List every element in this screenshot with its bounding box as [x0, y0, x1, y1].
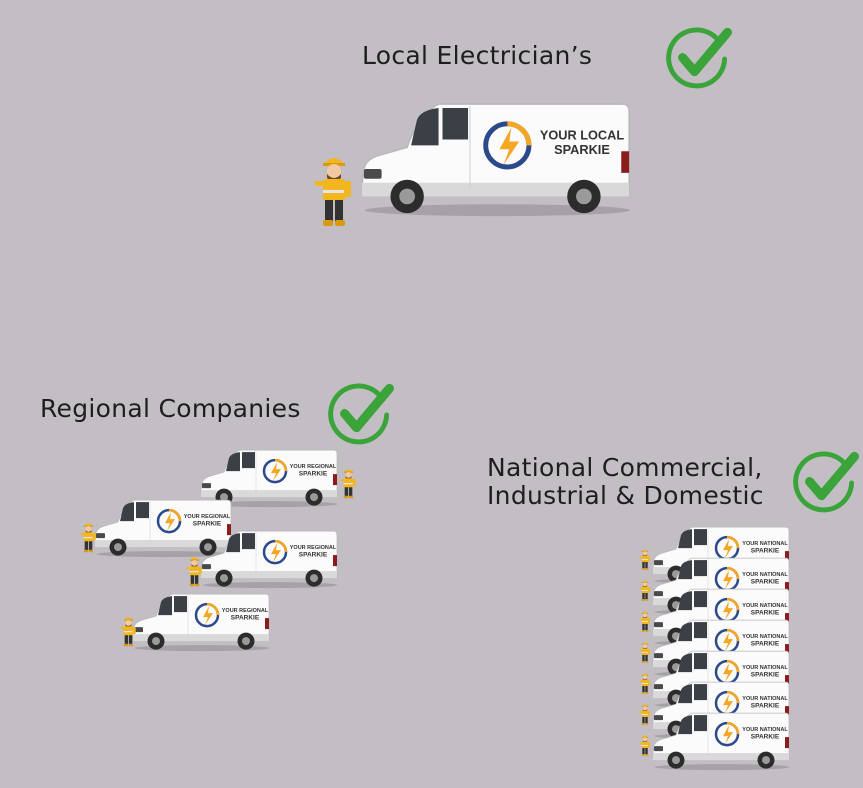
svg-text:SPARKIE: SPARKIE	[554, 142, 610, 157]
national-worker-6	[639, 702, 651, 730]
svg-text:SPARKIE: SPARKIE	[193, 521, 222, 528]
national-worker-5	[639, 671, 651, 699]
national-title-line1: National Commercial,	[487, 453, 763, 482]
svg-text:YOUR LOCAL: YOUR LOCAL	[540, 127, 624, 142]
local-van: YOUR LOCAL SPARKIE	[360, 100, 635, 222]
svg-text:YOUR NATIONAL: YOUR NATIONAL	[742, 541, 788, 547]
national-worker-1	[639, 547, 651, 575]
regional-worker-2	[80, 520, 97, 558]
regional-van-4: YOUR REGIONAL SPARKIE	[132, 592, 272, 656]
svg-text:SPARKIE: SPARKIE	[751, 610, 780, 617]
national-worker-2	[639, 578, 651, 606]
svg-text:YOUR REGIONAL: YOUR REGIONAL	[222, 608, 269, 614]
local-worker	[314, 150, 354, 234]
national-title-line2: Industrial & Domestic	[487, 481, 764, 510]
svg-text:SPARKIE: SPARKIE	[299, 471, 328, 478]
svg-text:SPARKIE: SPARKIE	[751, 641, 780, 648]
svg-text:SPARKIE: SPARKIE	[751, 703, 780, 710]
svg-text:YOUR NATIONAL: YOUR NATIONAL	[742, 603, 788, 609]
regional-van-1: YOUR REGIONAL SPARKIE	[200, 448, 340, 512]
svg-text:SPARKIE: SPARKIE	[751, 579, 780, 586]
national-worker-3	[639, 609, 651, 637]
svg-text:YOUR NATIONAL: YOUR NATIONAL	[742, 665, 788, 671]
svg-text:SPARKIE: SPARKIE	[751, 548, 780, 555]
svg-text:YOUR NATIONAL: YOUR NATIONAL	[742, 727, 788, 733]
svg-text:YOUR NATIONAL: YOUR NATIONAL	[742, 696, 788, 702]
svg-text:SPARKIE: SPARKIE	[751, 672, 780, 679]
national-worker-7	[639, 733, 651, 761]
national-title: National Commercial, Industrial & Domest…	[487, 454, 764, 510]
svg-text:YOUR REGIONAL: YOUR REGIONAL	[184, 514, 231, 520]
regional-title: Regional Companies	[40, 394, 301, 423]
regional-check-icon	[325, 380, 395, 454]
national-van-7: YOUR NATIONAL SPARKIE	[652, 711, 792, 775]
regional-worker-3	[186, 554, 203, 592]
national-check-icon	[790, 448, 860, 522]
regional-van-3: YOUR REGIONAL SPARKIE	[200, 529, 340, 593]
svg-text:YOUR NATIONAL: YOUR NATIONAL	[742, 634, 788, 640]
regional-van-2: YOUR REGIONAL SPARKIE	[94, 498, 234, 562]
regional-worker-4	[120, 614, 137, 652]
local-title: Local Electrician’s	[362, 41, 593, 70]
svg-text:SPARKIE: SPARKIE	[231, 615, 260, 622]
svg-text:SPARKIE: SPARKIE	[299, 552, 328, 559]
svg-text:YOUR REGIONAL: YOUR REGIONAL	[290, 545, 337, 551]
local-check-icon	[663, 24, 733, 98]
svg-text:YOUR NATIONAL: YOUR NATIONAL	[742, 572, 788, 578]
regional-worker-1	[340, 466, 357, 504]
svg-text:YOUR REGIONAL: YOUR REGIONAL	[290, 464, 337, 470]
national-worker-4	[639, 640, 651, 668]
svg-text:SPARKIE: SPARKIE	[751, 734, 780, 741]
